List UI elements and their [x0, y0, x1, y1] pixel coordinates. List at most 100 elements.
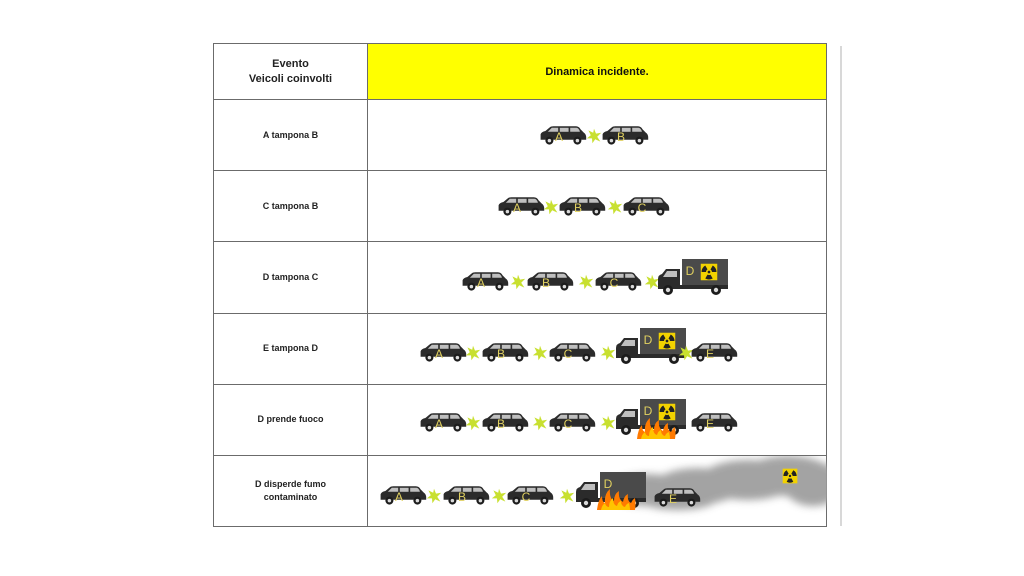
- vehicle-car-a: [380, 486, 427, 505]
- event-label: A tampona B: [262, 129, 319, 140]
- vehicle-letter-d: D: [604, 477, 613, 491]
- event-label-cell: D prende fuoco: [213, 383, 368, 456]
- vehicle-letter-a: A: [435, 347, 443, 361]
- vehicle-letter-a: A: [513, 201, 521, 215]
- radiation-icon: [700, 264, 718, 282]
- vehicle-car-b: [527, 272, 574, 291]
- event-label: C tampona B: [262, 200, 319, 211]
- header-event-label: Evento: [272, 57, 309, 70]
- scene-cell: A B C D E: [367, 312, 827, 385]
- event-label-cell: A tampona B: [213, 99, 368, 172]
- vehicle-letter-c: C: [610, 276, 619, 290]
- impact-burst-icon: [586, 128, 602, 144]
- vehicle-letter-b: B: [542, 276, 550, 290]
- impact-burst-icon: [510, 275, 526, 290]
- table-row: C tampona B A B C: [213, 170, 827, 243]
- impact-burst-icon: [426, 488, 442, 504]
- incident-table: Evento Veicoli coinvolti Dinamica incide…: [213, 42, 827, 528]
- event-label-cell: D tampona C: [213, 241, 368, 314]
- event-label-cell: E tampona D: [213, 312, 368, 385]
- impact-burst-icon: [532, 345, 548, 360]
- impact-burst-icon: [543, 200, 559, 215]
- header-dynamics-cell: Dinamica incidente.: [367, 42, 827, 101]
- impact-burst-icon: [600, 415, 616, 430]
- impact-burst-icon: [607, 200, 623, 215]
- vehicle-car-e: [691, 342, 738, 362]
- vehicle-letter-b: B: [497, 417, 505, 431]
- scene-cell: A B C D E: [367, 383, 827, 456]
- scene-row-5: A B C D E: [420, 398, 738, 439]
- vehicle-letter-a: A: [395, 490, 403, 504]
- impact-burst-icon: [600, 345, 616, 360]
- vehicle-letter-d: D: [644, 333, 653, 347]
- scene-row-6: A B C D E: [380, 455, 827, 510]
- vehicle-car-e: [691, 412, 738, 432]
- radiation-icon: [658, 403, 676, 421]
- header-row: Evento Veicoli coinvolti Dinamica incide…: [213, 42, 827, 101]
- vehicle-car-c: [549, 342, 596, 362]
- vehicle-car-a: [462, 272, 509, 291]
- impact-burst-icon: [559, 488, 575, 504]
- table-row: D disperde fumo contaminato A B C D E: [213, 454, 827, 528]
- impact-burst-icon: [644, 275, 660, 290]
- scene-cell: A B C D E: [367, 454, 827, 528]
- vehicle-car-c: [549, 412, 596, 432]
- impact-burst-icon: [465, 415, 481, 430]
- vehicle-car-a: [420, 342, 467, 362]
- vehicle-car-b: [482, 342, 529, 362]
- vehicle-car-c: [595, 272, 642, 291]
- table-row: D prende fuoco A B C D E: [213, 383, 827, 456]
- vehicle-car-c: [507, 486, 554, 505]
- table-row: D tampona C A B C D: [213, 241, 827, 314]
- vehicle-car-b: [602, 126, 649, 145]
- impact-burst-icon: [532, 415, 548, 430]
- vehicle-car-c: [623, 197, 670, 216]
- vehicle-letter-c: C: [564, 347, 573, 361]
- header-dynamics-label: Dinamica incidente.: [545, 65, 649, 78]
- vehicle-car-a: [498, 197, 545, 216]
- scene-cell: A B C D: [367, 241, 827, 314]
- page-edge-line: [840, 46, 842, 526]
- event-label-line-1: D disperde fumo: [254, 478, 326, 489]
- vehicle-letter-b: B: [617, 130, 625, 144]
- event-label: E tampona D: [262, 343, 318, 354]
- impact-burst-icon: [491, 488, 507, 504]
- vehicle-car-a: [420, 412, 467, 432]
- event-label: D prende fuoco: [257, 414, 324, 425]
- vehicle-car-b: [443, 486, 490, 505]
- vehicle-letter-a: A: [477, 276, 485, 290]
- vehicle-letter-e: E: [669, 492, 677, 506]
- radiation-icon: [658, 332, 676, 350]
- vehicle-car-a: [540, 126, 587, 145]
- vehicle-letter-a: A: [555, 130, 563, 144]
- event-label-cell: C tampona B: [213, 170, 368, 243]
- event-label-cell: D disperde fumo contaminato: [213, 454, 368, 528]
- vehicle-letter-e: E: [706, 347, 714, 361]
- scene-row-3: A B C D: [462, 259, 728, 296]
- vehicle-letter-b: B: [497, 347, 505, 361]
- vehicle-letter-c: C: [564, 417, 573, 431]
- vehicle-car-b: [559, 197, 606, 216]
- vehicle-letter-c: C: [638, 201, 647, 215]
- vehicle-letter-d: D: [644, 404, 653, 418]
- event-label-line-2: contaminato: [263, 491, 318, 502]
- scene-row-4: A B C D E: [420, 327, 738, 364]
- header-vehicles-label: Veicoli coinvolti: [248, 72, 333, 85]
- vehicle-car-b: [482, 412, 529, 432]
- impact-burst-icon: [578, 275, 594, 290]
- vehicle-letter-d: D: [686, 264, 695, 278]
- vehicle-letter-a: A: [435, 417, 443, 431]
- event-label: D tampona C: [262, 271, 319, 282]
- scene-cell: A B C: [367, 170, 827, 243]
- vehicle-letter-b: B: [574, 201, 582, 215]
- header-event-cell: Evento Veicoli coinvolti: [213, 42, 368, 101]
- radiation-icon: [782, 468, 798, 484]
- vehicle-letter-e: E: [706, 417, 714, 431]
- impact-burst-icon: [465, 345, 481, 360]
- scene-row-2: A B C: [498, 197, 670, 216]
- vehicle-letter-b: B: [458, 490, 466, 504]
- vehicle-letter-c: C: [522, 490, 531, 504]
